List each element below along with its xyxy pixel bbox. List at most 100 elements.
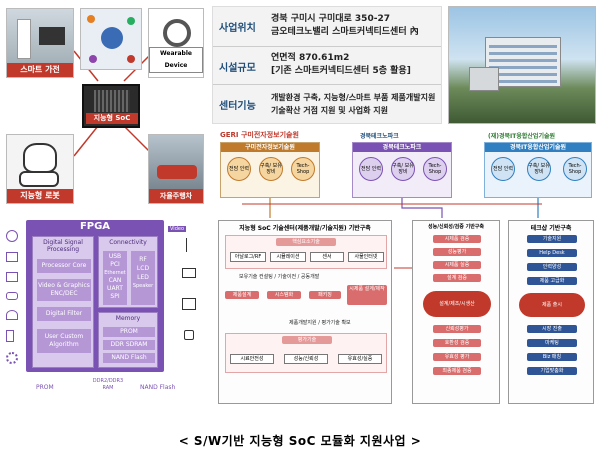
org-flow-diagram: GERI 구미전자정보기술원 경북테크노파크 (재)경북IT융합산업기술원 구미…	[212, 128, 598, 410]
dsp-item-custom: User Custom Algorithm	[37, 329, 91, 353]
flow-sec3-tech-support: 기술지원	[527, 235, 577, 243]
flow-sec1-core-title: 핵심요소기술	[276, 238, 336, 246]
flow-sec1-note: 제품개발지원 / 평가기술 확보	[289, 320, 351, 326]
flow-sec3-helpdesk: Help Desk	[527, 249, 577, 257]
org-col-2-techshop: Tech- Shop	[423, 157, 447, 181]
conn-rf: RF	[139, 256, 147, 263]
antenna-icon	[186, 238, 194, 252]
flow-sec2-final: 최종제품 검증	[433, 367, 481, 375]
building-photo	[448, 6, 596, 124]
device-icon	[182, 298, 196, 310]
wearable-photo: Wearable Device	[148, 8, 204, 78]
flow-sec3-market: 시장 진출	[527, 325, 577, 333]
fpga-right-icons: Video	[168, 226, 198, 376]
org-col-1-equip: 구축/ 보유 장비	[259, 157, 283, 181]
org-col-2-staff: 전담 인력	[359, 157, 383, 181]
conn-right-list: RF LCD LED Speaker	[131, 251, 155, 305]
info-key-location: 사업위치	[219, 23, 256, 34]
org-col-3: 경북IT융합산업기술원 전담 인력 구축/ 보유 장비 Tech- Shop	[484, 142, 592, 198]
org-col-1-staff: 전담 인력	[227, 157, 251, 181]
soc-chip: 지능형 SoC	[82, 84, 140, 128]
memory-box: Memory PROM DDR SDRAM NAND Flash	[98, 312, 158, 368]
fpga-bottom-ddr: DDR2/DDR3 RAM	[92, 378, 124, 391]
vehicle-photo: 자율주행차	[148, 134, 204, 204]
flow-sec1-chain: 제품설계 시스템화 패키징 시제품 설계/제작	[225, 283, 387, 315]
wifi-icon	[6, 310, 18, 320]
fpga-bottom-prom: PROM	[36, 384, 54, 391]
memory-nand: NAND Flash	[103, 353, 155, 363]
connectivity-box: Connectivity USB PCI Ethernet CAN UART S…	[98, 236, 158, 308]
conn-pci: PCI	[110, 261, 120, 268]
flow-chain-proto: 시제품 설계/제작	[347, 285, 387, 305]
flow-sec1-core: 핵심요소기술 아날로그/RF 시뮬레이션 센서 사물인터넷	[225, 235, 387, 269]
fpga-frame: FPGA Digital Signal Processing Processor…	[26, 220, 164, 372]
info-row-function: 센터기능 개발환경 구축, 지능형/스마트 부품 제품개발지원 기술확산 거점 …	[213, 85, 441, 125]
flow-connector-lines	[242, 198, 542, 269]
page-caption: < S/W기반 지능형 SoC 모듈화 지원사업 >	[178, 434, 422, 448]
flow-sec2: 성능/신뢰성/검증 기반구축 시제품 검증 성능평가 시제품 실증 설계 검증 …	[412, 220, 500, 404]
flow-sec1-eval-title: 평가기술	[282, 336, 332, 344]
flow-eval-valid: 유효성/실증	[338, 354, 382, 364]
conn-speaker: Speaker	[132, 283, 154, 289]
org-col-3-techshop: Tech- Shop	[563, 157, 587, 181]
logo-gbtp: 경북테크노파크	[360, 133, 399, 140]
flow-sec3-training: 인력양성	[527, 263, 577, 271]
org-col-3-title: 경북IT융합산업기술원	[485, 143, 591, 152]
org-col-1-title: 구미전자정보기술원	[221, 143, 319, 152]
flow-eval-perf: 성능/신뢰성	[284, 354, 328, 364]
flow-sec2-manufacture: 설계/제조/시생산	[423, 291, 491, 317]
home-icon	[6, 272, 18, 282]
fpga-diagram: FPGA Digital Signal Processing Processor…	[4, 218, 200, 408]
eye-icon	[6, 230, 18, 242]
org-col-2: 경북테크노파크 전담 인력 구축/ 보유 장비 Tech- Shop	[352, 142, 452, 198]
memory-prom: PROM	[103, 327, 155, 337]
iot-network-photo	[80, 8, 142, 70]
flow-sec1-item-analog: 아날로그/RF	[230, 252, 266, 262]
dsp-box: Digital Signal Processing Processor Core…	[32, 236, 94, 368]
memory-title: Memory	[115, 315, 141, 322]
org-col-3-staff: 전담 인력	[491, 157, 515, 181]
org-col-1: 구미전자정보기술원 전담 인력 구축/ 보유 장비 Tech- Shop	[220, 142, 320, 198]
flow-sec3-launch: 제품 출시	[519, 293, 585, 317]
battery-icon	[6, 330, 14, 342]
speaker-icon	[184, 330, 194, 340]
logo-geri: GERI 구미전자정보기술원	[220, 131, 299, 139]
conn-spi: SPI	[110, 293, 120, 300]
flow-chain-design: 제품설계	[225, 291, 259, 299]
info-key-size: 시설규모	[219, 63, 256, 74]
conn-can: CAN	[108, 277, 122, 284]
conn-ethernet: Ethernet	[104, 270, 126, 276]
camera-icon	[6, 252, 18, 262]
flow-sec1-item-sim: 시뮬레이션	[270, 252, 306, 262]
dsp-item-processor-core: Processor Core	[37, 259, 91, 273]
fpga-bottom-nand: NAND Flash	[140, 384, 176, 391]
soc-cluster: 스마트 가전 Wearable Device 지능형 SoC 지능형 로봇 자율…	[4, 6, 204, 206]
org-col-2-title: 경북테크노파크	[353, 143, 451, 152]
flow-sec3-marketing: 마케팅	[527, 339, 577, 347]
flow-sec1-item-iot: 사물인터넷	[348, 252, 384, 262]
flow-sec2-design-verify: 설계 검증	[433, 274, 481, 282]
conn-usb: USB	[108, 253, 122, 260]
flow-eval-safety: 시료안전성	[230, 354, 274, 364]
vehicle-label: 자율주행차	[149, 189, 203, 203]
flow-sec2-valid: 유효성 평가	[433, 353, 481, 361]
info-row-location: 사업위치 경북 구미시 구미대로 350-27 금오테크노밸리 스마트커넥티드센…	[213, 7, 441, 47]
flow-sec1-item-sensor: 센서	[310, 252, 344, 262]
info-row-size: 시설규모 연면적 870.61m2 [기존 스마트커넥티드센터 5층 활용]	[213, 47, 441, 85]
flow-sec3: 테크샵 기반구축 기술지원 Help Desk 인력양성 제품 고급화 제품 출…	[508, 220, 594, 404]
org-col-1-techshop: Tech- Shop	[291, 157, 315, 181]
flow-sec1-eval: 평가기술 시료안전성 성능/신뢰성 유효성/실증	[225, 333, 387, 373]
car-icon	[6, 292, 18, 300]
flow-sec3-upgrade: 제품 고급화	[527, 277, 577, 285]
info-val-function: 개발환경 구축, 지능형/스마트 부품 제품개발지원 기술확산 거점 지원 및 …	[271, 93, 436, 115]
conn-lcd: LCD	[136, 265, 150, 272]
flow-sec2-title: 성능/신뢰성/검증 기반구축	[428, 224, 484, 230]
smart-home-photo: 스마트 가전	[6, 8, 74, 78]
dsp-title: Digital Signal Processing	[43, 239, 83, 253]
info-val-location: 경북 구미시 구미대로 350-27 금오테크노밸리 스마트커넥티드센터 內	[271, 14, 419, 37]
fpga-left-icons	[6, 226, 24, 376]
soc-label: 지능형 SoC	[86, 113, 138, 124]
conn-uart: UART	[107, 285, 123, 292]
flow-chain-system: 시스템화	[267, 291, 301, 299]
flow-sec1: 지능형 SoC 기술센터(제품개발/기술지원) 기반구축 핵심요소기술 아날로그…	[218, 220, 392, 404]
